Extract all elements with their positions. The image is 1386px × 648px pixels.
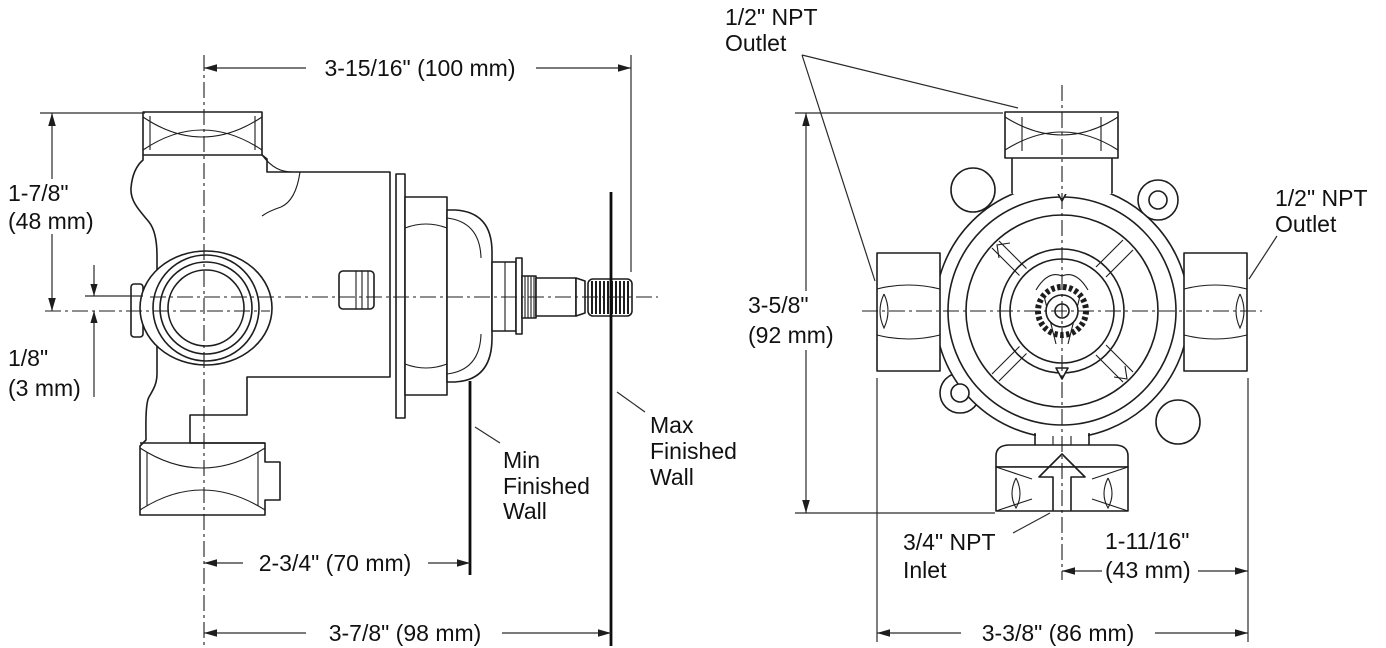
dim-center-to-outlet-group: 1-11/16" (43 mm) xyxy=(1062,528,1248,583)
front-ear-hole-bottom-left xyxy=(950,383,970,403)
front-right-outlet-port xyxy=(1183,252,1248,372)
dim-width-top: 3-15/16" (100 mm) xyxy=(325,55,516,81)
max-wall-label-3: Wall xyxy=(650,464,694,490)
outlet-top-label-1: 1/2" NPT xyxy=(725,4,818,30)
front-view-dimensions: 1/2" NPT Outlet 1/2" NPT Outlet 3-5/8" (… xyxy=(725,4,1368,646)
front-view-drawing xyxy=(862,85,1262,580)
dim-center-to-outlet-line1: 1-11/16" xyxy=(1105,528,1189,554)
dim-width-front: 3-3/8" (86 mm) xyxy=(982,620,1135,646)
min-wall-label-2: Finished xyxy=(503,473,590,499)
dim-center-to-outlet-line2: (43 mm) xyxy=(1105,557,1191,583)
dim-offset-line2: (3 mm) xyxy=(8,375,81,401)
dim-height-line1: 1-7/8" xyxy=(8,180,69,206)
side-top-port-hex xyxy=(142,116,263,156)
dim-overall-depth: 3-7/8" (98 mm) xyxy=(329,620,482,646)
min-wall-label-group: Min Finished Wall xyxy=(474,426,590,524)
outlet-right-label-1: 1/2" NPT xyxy=(1275,185,1368,211)
inlet-label-2: Inlet xyxy=(903,557,947,583)
max-wall-label-1: Max xyxy=(650,412,694,438)
min-wall-label-3: Wall xyxy=(503,498,547,524)
front-spokes xyxy=(991,239,1134,383)
front-left-outlet-port xyxy=(876,252,941,372)
dim-height-line2: (48 mm) xyxy=(8,208,94,234)
side-outlet-boss xyxy=(130,250,273,366)
inlet-flow-arrow xyxy=(1038,453,1086,511)
side-bottom-port-hex xyxy=(139,442,266,511)
max-wall-label-group: Max Finished Wall xyxy=(616,391,737,490)
dim-offset-group: 1/8" (3 mm) xyxy=(8,265,98,401)
dim-height-front-line1: 3-5/8" xyxy=(748,292,809,318)
max-wall-label-2: Finished xyxy=(650,438,737,464)
dim-height-front-line2: (92 mm) xyxy=(748,322,834,348)
side-view-drawing xyxy=(45,55,658,647)
inlet-label-group: 3/4" NPT Inlet xyxy=(903,512,1051,583)
side-cartridge-stack xyxy=(338,173,633,419)
inlet-label-1: 3/4" NPT xyxy=(903,529,996,555)
side-view-dimensions: 3-15/16" (100 mm) 1-7/8" (48 mm) 1/8" (3… xyxy=(4,55,737,646)
dim-height-front-group: 3-5/8" (92 mm) xyxy=(744,112,1003,514)
outlet-top-label-2: Outlet xyxy=(725,30,787,56)
outlet-top-label-group: 1/2" NPT Outlet xyxy=(725,4,1019,282)
dim-width-top-group: 3-15/16" (100 mm) xyxy=(204,55,632,272)
dim-overall-depth-group: 3-7/8" (98 mm) xyxy=(204,620,611,646)
min-wall-label-1: Min xyxy=(503,447,540,473)
dim-height-left-group: 1-7/8" (48 mm) xyxy=(4,112,145,311)
dim-width-front-group: 3-3/8" (86 mm) xyxy=(876,378,1249,646)
outlet-right-label-2: Outlet xyxy=(1275,211,1337,237)
dim-min-wall-depth: 2-3/4" (70 mm) xyxy=(259,550,412,576)
front-ear-hole-top-right xyxy=(1148,190,1168,210)
dim-min-wall-depth-group: 2-3/4" (70 mm) xyxy=(204,550,470,576)
dim-offset-line1: 1/8" xyxy=(8,345,48,371)
outlet-right-label-group: 1/2" NPT Outlet xyxy=(1248,185,1368,280)
